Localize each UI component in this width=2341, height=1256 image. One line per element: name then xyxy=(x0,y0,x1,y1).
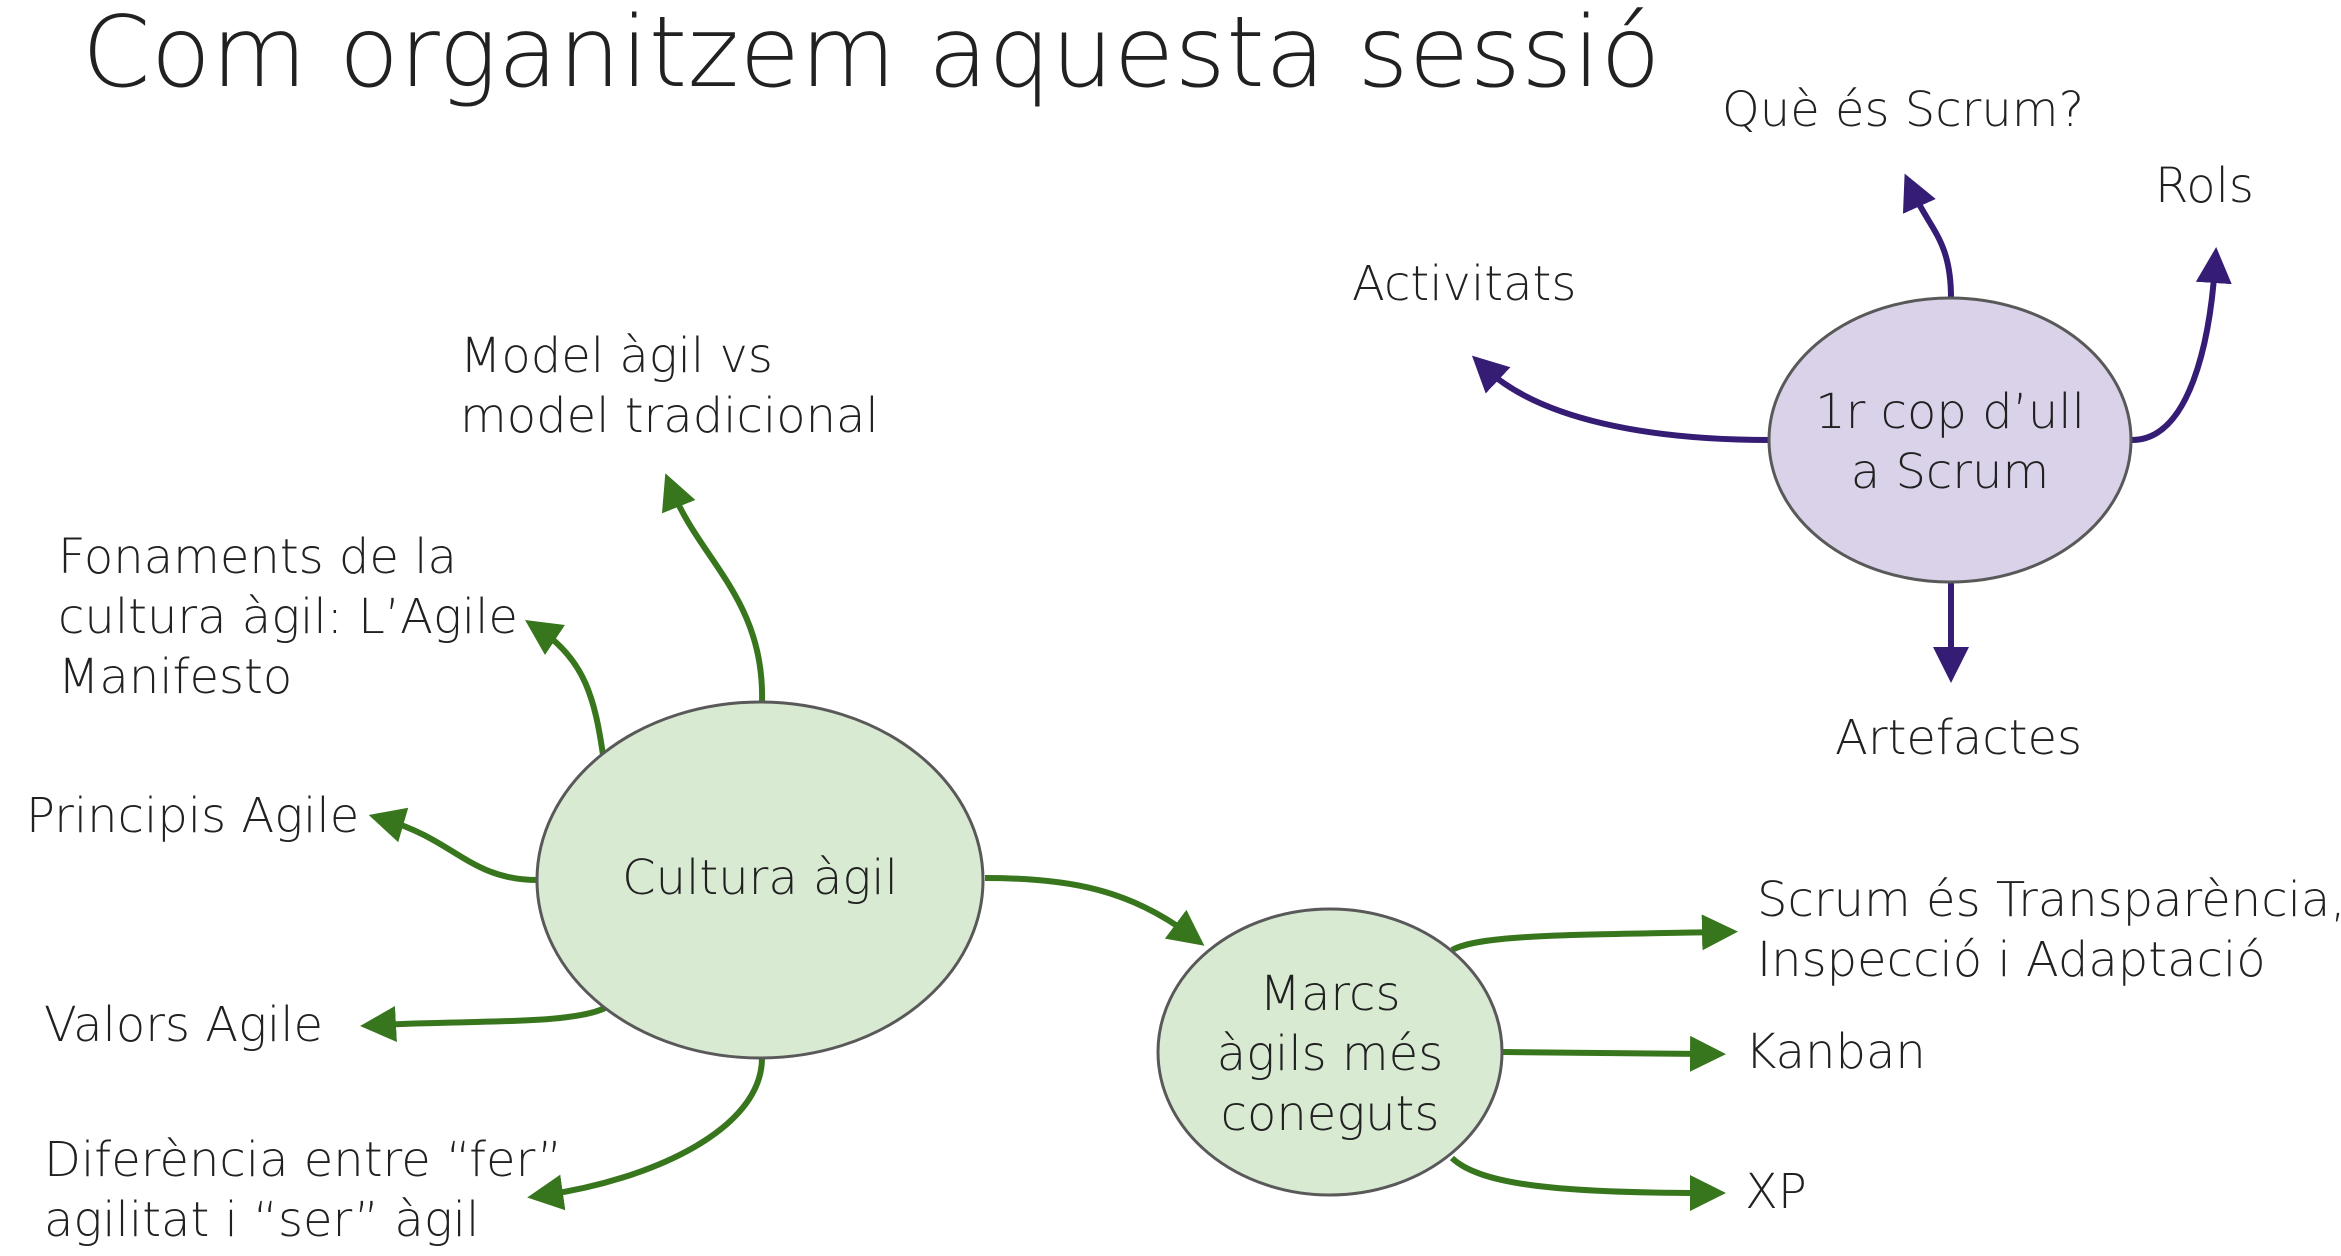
branch-activitats-line-1: Activitats xyxy=(1352,256,1577,312)
branch-fonaments-line-1: Fonaments de la xyxy=(58,529,457,585)
node-scrum-label: 1r cop d’ull a Scrum xyxy=(1790,382,2110,502)
node-cultura-line-1: Cultura àgil xyxy=(622,850,898,906)
branch-scrum-tia-line-2: Inspecció i Adaptació xyxy=(1757,932,2266,988)
branch-principis-line-1: Principis Agile xyxy=(26,788,360,844)
branch-artefactes-line-1: Artefactes xyxy=(1835,710,2082,766)
connector-diferencia xyxy=(527,1057,765,1211)
branch-que-es-line-1: Què és Scrum? xyxy=(1722,82,2085,138)
branch-que-es-label: Què és Scrum? xyxy=(1722,80,2084,140)
connector-kanban xyxy=(1502,1035,1726,1072)
node-scrum-line-1: 1r cop d’ull xyxy=(1815,384,2085,440)
node-scrum-line-2: a Scrum xyxy=(1850,444,2050,500)
node-marcs-agils xyxy=(1156,907,1504,1197)
scrum-connectors xyxy=(1471,173,2232,683)
branch-xp-line-1: XP xyxy=(1745,1164,1807,1220)
connector-xp xyxy=(1449,1155,1726,1211)
node-cultura-agil xyxy=(535,700,985,1060)
connector-rols xyxy=(2131,247,2232,443)
connector-fonaments xyxy=(525,620,606,756)
branch-artefactes-label: Artefactes xyxy=(1835,708,2082,768)
branch-fonaments-label: Fonaments de la cultura àgil: L’Agile Ma… xyxy=(58,527,518,707)
connector-scrum-tia xyxy=(1450,914,1738,953)
branch-model-line-2: model tradicional xyxy=(460,388,879,444)
branch-model-line-1: Model àgil vs xyxy=(460,328,773,384)
node-marcs-line-1: Marcs xyxy=(1259,966,1401,1022)
connector-activitats xyxy=(1471,355,1771,443)
branch-xp-label: XP xyxy=(1745,1162,1807,1222)
branch-model-label: Model àgil vs model tradicional xyxy=(460,326,879,446)
branch-principis-label: Principis Agile xyxy=(26,786,359,846)
node-marcs-line-3: coneguts xyxy=(1220,1086,1440,1142)
node-marcs-line-2: àgils més xyxy=(1216,1026,1444,1082)
branch-scrum-tia-label: Scrum és Transparència, Inspecció i Adap… xyxy=(1757,870,2341,990)
slide-title: Com organitzem aquesta sessió xyxy=(82,0,1662,110)
branch-kanban-line-1: Kanban xyxy=(1745,1024,1926,1080)
branch-scrum-tia-line-1: Scrum és Transparència, xyxy=(1757,872,2341,928)
connector-que-es xyxy=(1902,173,1954,299)
connector-marcs xyxy=(984,875,1205,946)
branch-rols-line-1: Rols xyxy=(2155,158,2254,214)
node-marcs-label: Marcs àgils més coneguts xyxy=(1170,964,1490,1144)
node-cultura-label: Cultura àgil xyxy=(560,848,960,908)
branch-rols-label: Rols xyxy=(2155,156,2254,216)
branch-activitats-label: Activitats xyxy=(1352,254,1576,314)
branch-diferencia-line-2: agilitat i “ser” àgil xyxy=(44,1192,480,1248)
branch-valors-label: Valors Agile xyxy=(44,995,323,1055)
branch-fonaments-line-3: Manifesto xyxy=(58,649,293,705)
connector-principis xyxy=(368,807,539,883)
node-scrum xyxy=(1767,296,2133,584)
connector-model xyxy=(661,473,766,704)
connector-valors xyxy=(360,1005,607,1042)
cultura-connectors xyxy=(360,473,1205,1211)
branch-diferencia-label: Diferència entre “fer” agilitat i “ser” … xyxy=(44,1130,562,1250)
branch-fonaments-line-2: cultura àgil: L’Agile xyxy=(58,589,518,645)
branch-diferencia-line-1: Diferència entre “fer” xyxy=(44,1132,563,1188)
marcs-connectors xyxy=(1449,914,1738,1211)
branch-kanban-label: Kanban xyxy=(1745,1022,1926,1082)
branch-valors-line-1: Valors Agile xyxy=(44,997,324,1053)
